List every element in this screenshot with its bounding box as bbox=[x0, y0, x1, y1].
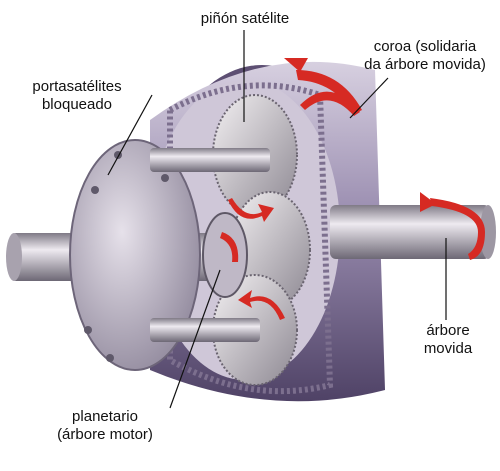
planet-bottom-arrow-icon bbox=[238, 290, 285, 320]
carrier-bolt bbox=[84, 326, 92, 334]
carrier-disc bbox=[69, 139, 201, 371]
arbore-movida-line-1: árbore bbox=[426, 322, 470, 339]
leader-porta bbox=[107, 94, 153, 176]
planetario-line-1: planetario bbox=[72, 408, 138, 425]
pinon-satelite-label: piñón satélite bbox=[180, 10, 310, 28]
sun-arrow-icon bbox=[220, 232, 239, 262]
ring-rotation-arrow-head-icon bbox=[284, 58, 308, 72]
coroa-line-1: coroa (solidaria bbox=[373, 38, 477, 55]
output-shaft-end bbox=[480, 205, 496, 259]
leader-planetario bbox=[169, 269, 221, 409]
carrier-pin-bottom bbox=[150, 318, 260, 342]
leader-lines bbox=[107, 30, 447, 409]
carrier-bolt bbox=[91, 186, 99, 194]
ring-gear-teeth bbox=[167, 82, 334, 395]
output-shaft-arrow-head-icon bbox=[420, 192, 436, 212]
pinon-satelite-text: piñón satélite bbox=[200, 10, 290, 27]
planetario-label: planetario (árbore motor) bbox=[20, 408, 190, 444]
arbore-movida-line-2: movida bbox=[423, 340, 473, 357]
arbore-movida-label: árbore movida bbox=[400, 322, 496, 358]
leader-coroa bbox=[349, 77, 389, 119]
portasatelites-line-2: bloqueado bbox=[41, 96, 113, 113]
coroa-label: coroa (solidaria da árbore movida) bbox=[350, 38, 500, 74]
ring-rotation-arrow-icon bbox=[300, 91, 360, 116]
output-shaft-arrow-icon bbox=[430, 198, 485, 260]
portasatelites-line-1: portasatélites bbox=[32, 78, 122, 95]
carrier-bolt bbox=[106, 354, 114, 362]
planet-top-arrow-icon bbox=[228, 198, 274, 222]
rotation-arrows bbox=[220, 58, 485, 320]
sun-gear bbox=[202, 212, 248, 298]
carrier-bolt bbox=[161, 174, 169, 182]
portasatelites-label: portasatélites bloqueado bbox=[2, 78, 152, 114]
ring-rotation-arrow-body-icon bbox=[296, 70, 362, 114]
input-shaft-end bbox=[6, 233, 22, 281]
coroa-line-2: da árbore movida) bbox=[364, 56, 486, 73]
planet-carrier bbox=[69, 139, 201, 371]
planetario-line-2: (árbore motor) bbox=[57, 426, 153, 443]
carrier-pin-top bbox=[150, 148, 270, 172]
output-shaft bbox=[330, 205, 490, 259]
